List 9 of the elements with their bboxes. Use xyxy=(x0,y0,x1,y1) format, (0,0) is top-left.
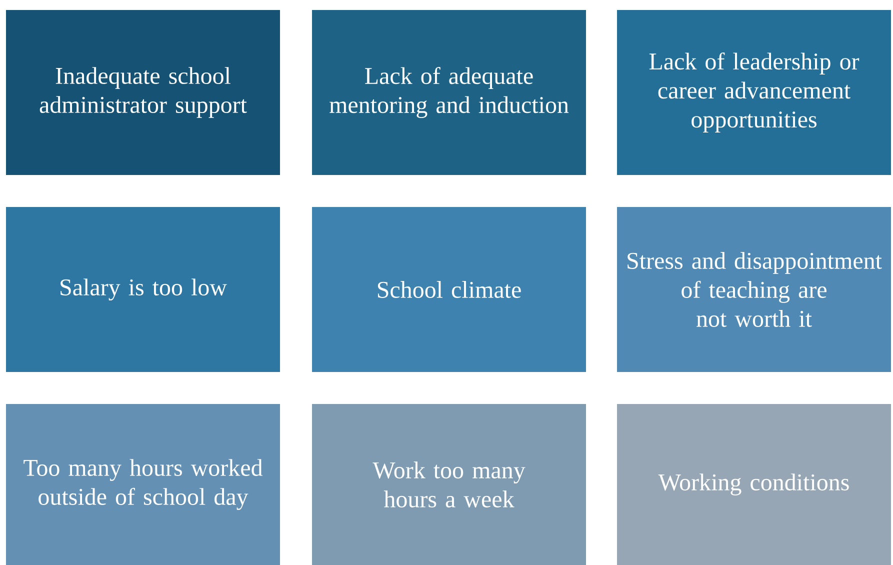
reason-box: Inadequate school administrator support xyxy=(6,10,280,175)
reason-box: School climate xyxy=(312,207,586,372)
reason-box: Stress and disappointment of teaching are not worth it xyxy=(617,207,892,372)
reason-box: Working conditions xyxy=(617,404,892,565)
reason-box: Salary is too low xyxy=(6,207,280,372)
reason-box: Lack of leadership or career advancement opportunities xyxy=(617,10,892,175)
reason-box: Too many hours worked outside of school day xyxy=(6,404,280,565)
reason-box: Lack of adequate mentoring and induction xyxy=(312,10,586,175)
reason-box: Work too many hours a week xyxy=(312,404,586,565)
